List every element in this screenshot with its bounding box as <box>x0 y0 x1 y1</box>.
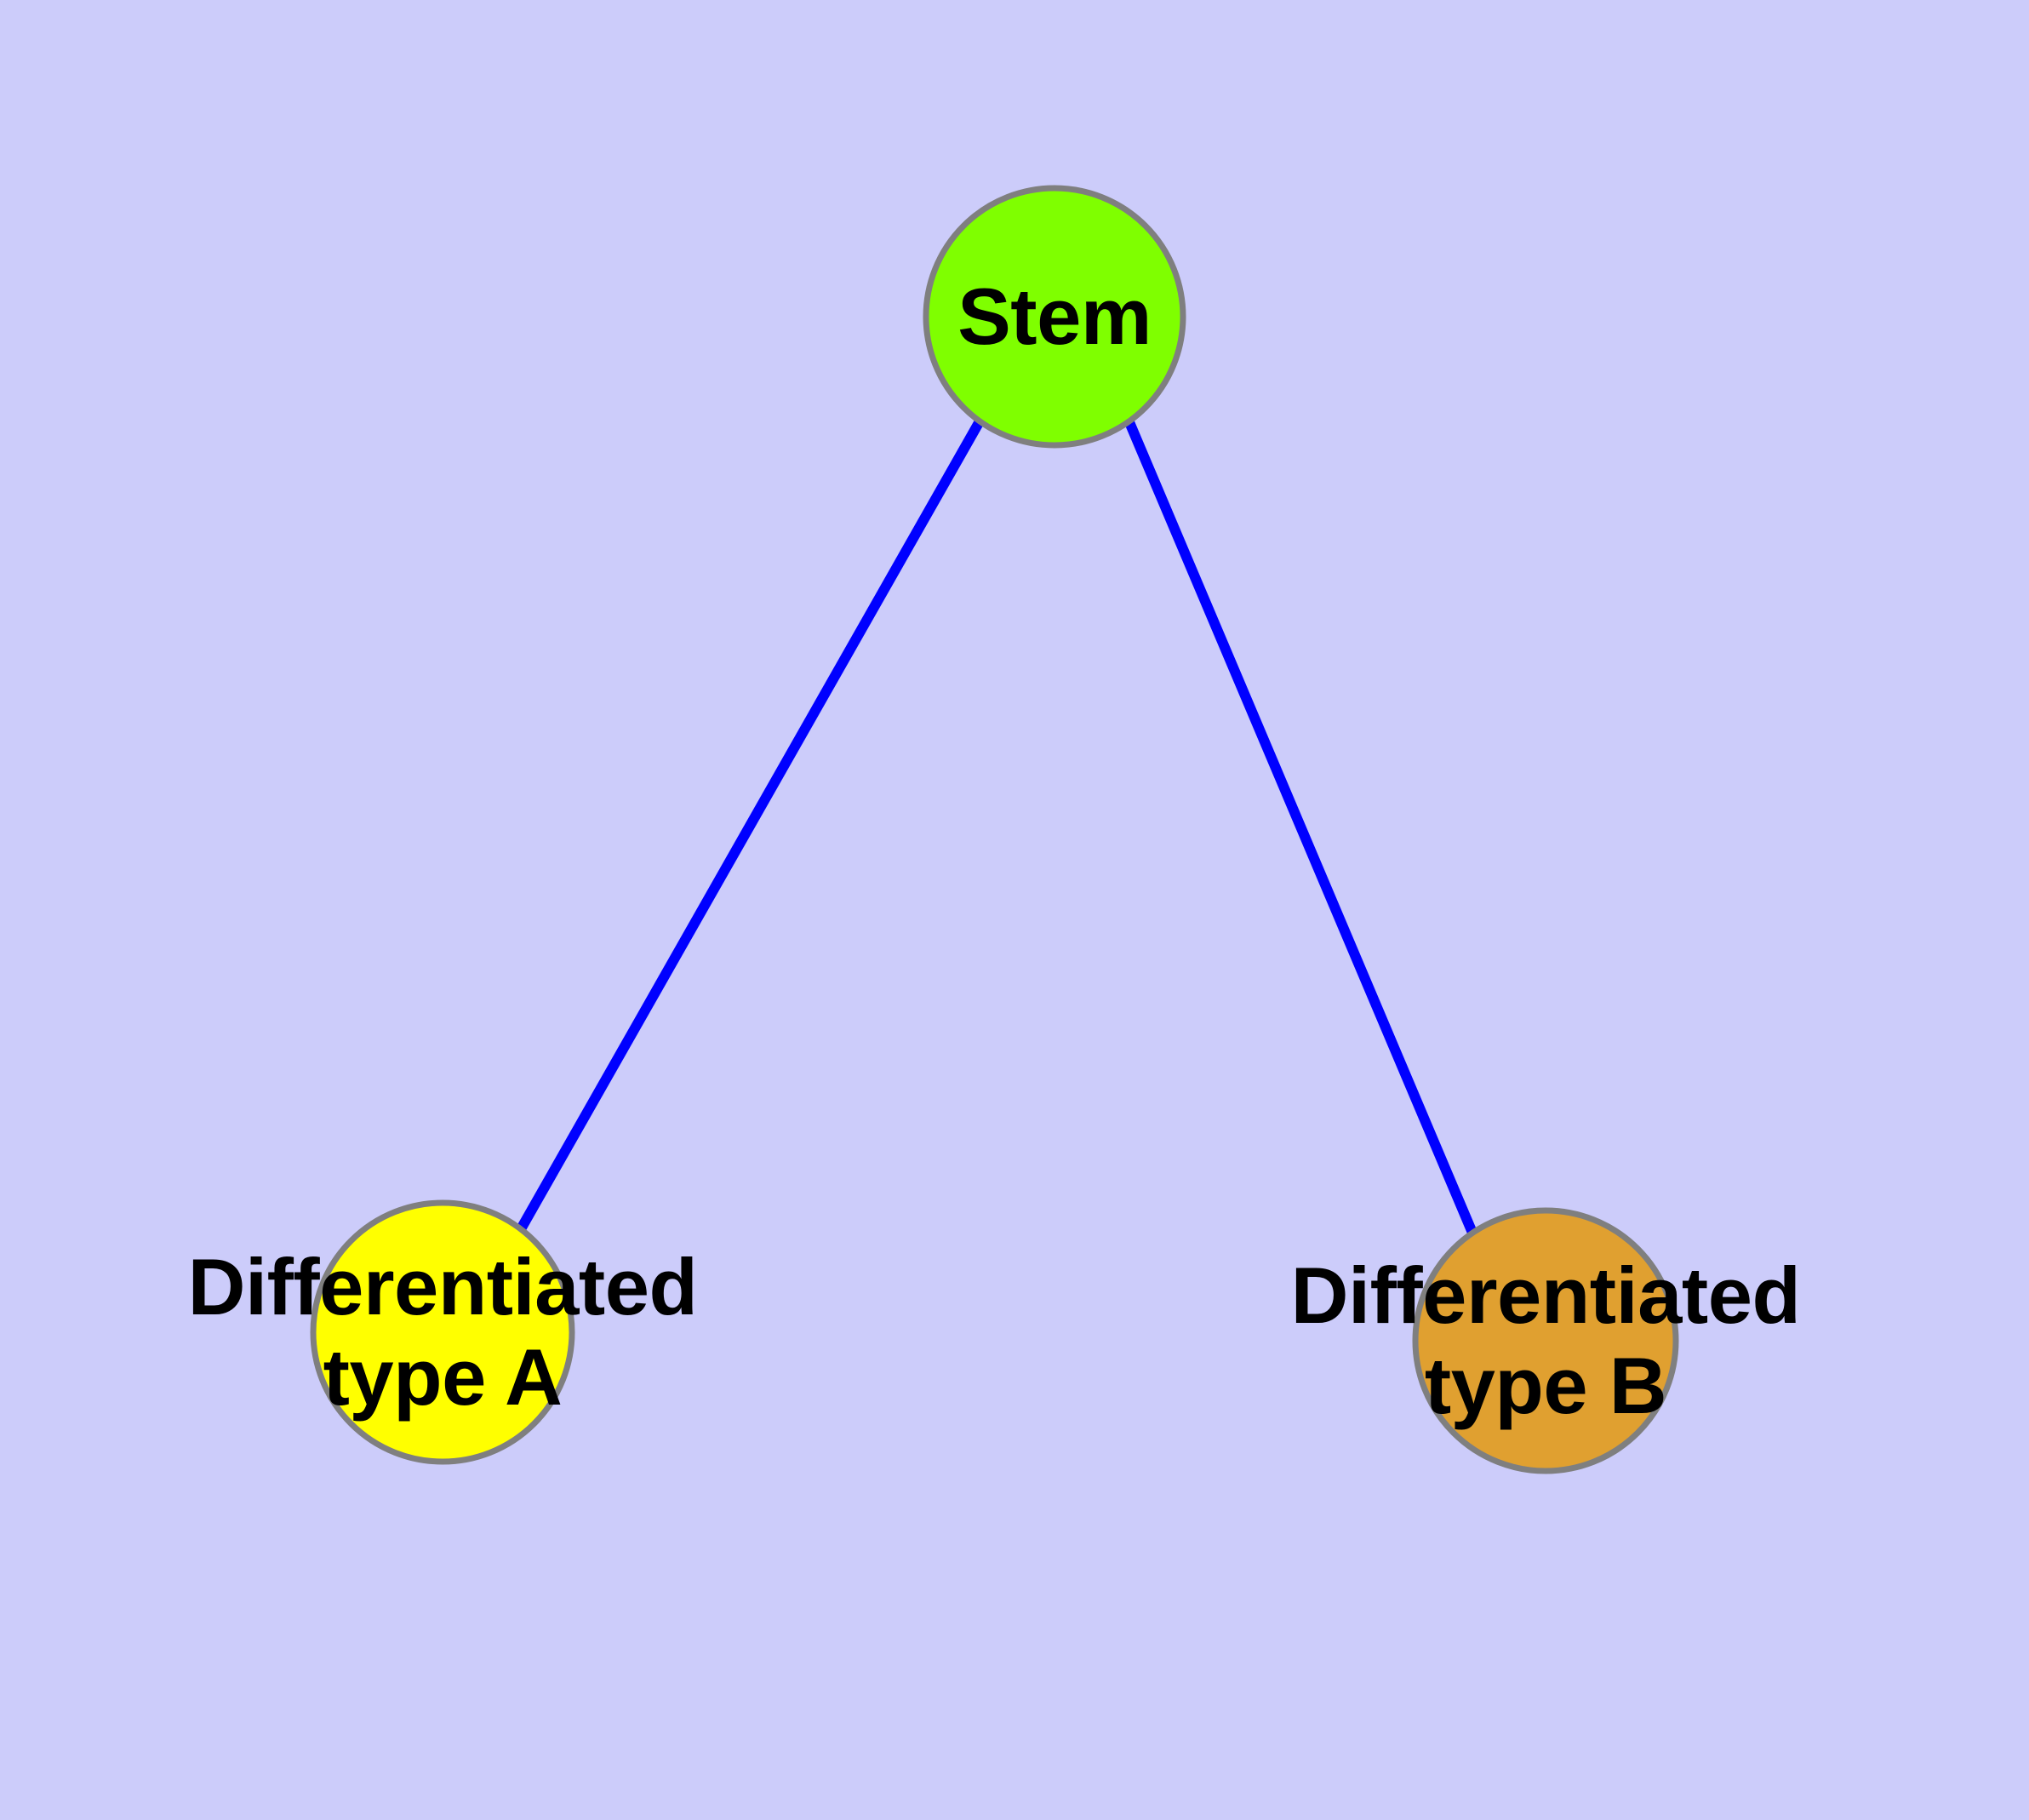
edge-stem-to-a[interactable] <box>517 419 985 1230</box>
node-diff-a[interactable] <box>310 1199 575 1465</box>
edges-group <box>517 419 1477 1235</box>
edge-stem-to-b[interactable] <box>1124 420 1477 1235</box>
nodes-group <box>310 185 1679 1474</box>
node-stem[interactable] <box>923 185 1186 449</box>
node-diff-b[interactable] <box>1412 1207 1679 1474</box>
